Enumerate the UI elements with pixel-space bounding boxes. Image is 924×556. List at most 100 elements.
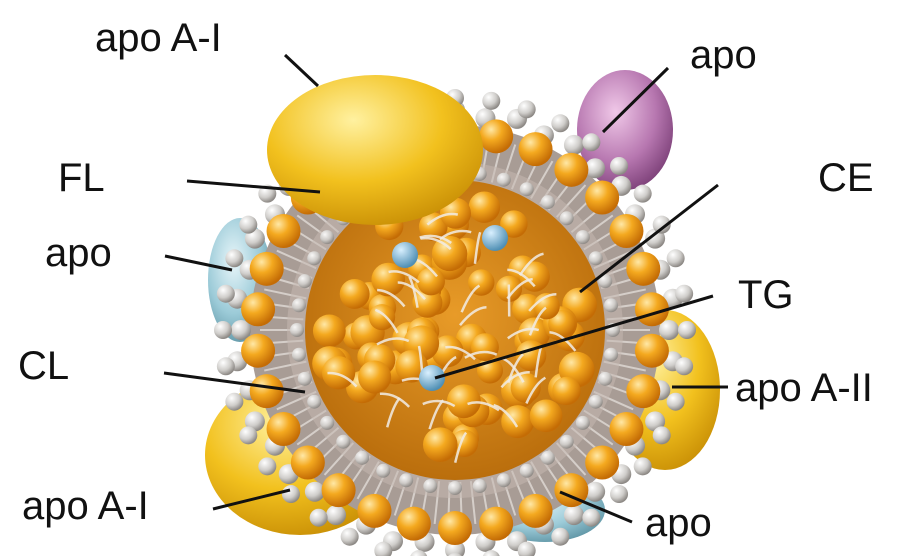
cholesterol-bead	[609, 214, 643, 248]
cholesterol-bead	[626, 374, 660, 408]
phospholipid-head	[634, 185, 652, 203]
cholesterol-bead	[250, 374, 284, 408]
inner-phospholipid-head	[576, 230, 590, 244]
inner-phospholipid-head	[473, 479, 487, 493]
inner-phospholipid-head	[307, 395, 321, 409]
cholesterol-dot-2	[482, 225, 508, 251]
inner-phospholipid-head	[448, 481, 462, 495]
phospholipid-head	[564, 505, 584, 525]
inner-phospholipid-head	[497, 173, 511, 187]
cholesterol-bead	[241, 334, 275, 368]
inner-phospholipid-head	[497, 473, 511, 487]
cholesterol-bead	[519, 494, 553, 528]
core-lipid-bead	[340, 279, 370, 309]
cholesterol-bead	[585, 181, 619, 215]
core-lipid-bead	[322, 356, 355, 389]
phospholipid-head	[310, 509, 328, 527]
cholesterol-bead	[479, 119, 513, 153]
cholesterol-bead	[291, 445, 325, 479]
phospholipid-head	[239, 216, 257, 234]
inner-phospholipid-head	[604, 348, 618, 362]
core-lipid-bead	[358, 361, 391, 394]
label-apo-left: apo	[45, 233, 112, 273]
phospholipid-head	[518, 100, 536, 118]
label-tg: TG	[738, 275, 794, 315]
inner-phospholipid-head	[541, 195, 555, 209]
inner-phospholipid-head	[355, 451, 369, 465]
label-apo-aii: apo A-II	[735, 368, 873, 408]
leader-apo-ai-top	[285, 55, 318, 86]
apo-ai-top-protein	[267, 75, 483, 225]
phospholipid-head	[659, 320, 679, 340]
inner-phospholipid-head	[576, 416, 590, 430]
inner-phospholipid-head	[292, 298, 306, 312]
cholesterol-bead	[267, 214, 301, 248]
phospholipid-head	[582, 509, 600, 527]
cholesterol-bead	[554, 153, 588, 187]
inner-phospholipid-head	[541, 451, 555, 465]
core-lipid-bead	[423, 427, 458, 462]
phospholipid-head	[675, 357, 693, 375]
phospholipid-head	[678, 321, 696, 339]
cholesterol-bead	[241, 292, 275, 326]
phospholipid-head	[582, 133, 600, 151]
inner-phospholipid-head	[520, 464, 534, 478]
cholesterol-bead	[322, 473, 356, 507]
cholesterol-bead	[438, 511, 472, 545]
cholesterol-bead	[357, 494, 391, 528]
phospholipid-head	[214, 321, 232, 339]
cholesterol-bead	[585, 445, 619, 479]
inner-phospholipid-head	[307, 251, 321, 265]
inner-phospholipid-head	[336, 435, 350, 449]
phospholipid-head	[482, 92, 500, 110]
cholesterol-bead	[479, 507, 513, 541]
inner-phospholipid-head	[604, 298, 618, 312]
cholesterol-dot-3	[419, 365, 445, 391]
inner-phospholipid-head	[298, 274, 312, 288]
core-lipid-bead	[469, 191, 500, 222]
inner-phospholipid-head	[290, 323, 304, 337]
inner-phospholipid-head	[399, 473, 413, 487]
phospholipid-head	[326, 505, 346, 525]
cholesterol-bead	[250, 252, 284, 286]
core-lipid-bead	[313, 315, 346, 348]
label-apo-bottom-right: apo	[645, 503, 712, 543]
inner-phospholipid-head	[589, 251, 603, 265]
inner-phospholipid-head	[589, 395, 603, 409]
core-lipid-bead	[369, 304, 395, 330]
cholesterol-dot-1	[392, 242, 418, 268]
phospholipid-head	[551, 528, 569, 546]
phospholipid-head	[610, 157, 628, 175]
phospholipid-head	[258, 457, 276, 475]
inner-phospholipid-head	[320, 416, 334, 430]
phospholipid-head	[667, 249, 685, 267]
core-lipid-bead	[417, 267, 445, 295]
phospholipid-head	[564, 135, 584, 155]
inner-phospholipid-head	[520, 182, 534, 196]
inner-phospholipid-head	[560, 435, 574, 449]
phospholipid-head	[675, 285, 693, 303]
label-cl: CL	[18, 346, 69, 386]
phospholipid-head	[225, 393, 243, 411]
inner-phospholipid-head	[320, 230, 334, 244]
core-lipid-bead	[471, 333, 499, 361]
inner-phospholipid-head	[376, 464, 390, 478]
cholesterol-bead	[635, 334, 669, 368]
phospholipid-head	[610, 485, 628, 503]
phospholipid-head	[634, 457, 652, 475]
core-lipid-bead	[530, 400, 563, 433]
label-apo-ai-bottom: apo A-I	[22, 486, 149, 526]
cholesterol-bead	[519, 132, 553, 166]
inner-phospholipid-head	[560, 211, 574, 225]
cholesterol-bead	[267, 412, 301, 446]
phospholipid-head	[239, 426, 257, 444]
label-apo-ai-top: apo A-I	[95, 18, 222, 58]
phospholipid-head	[341, 528, 359, 546]
core-lipid-bead	[501, 405, 534, 438]
phospholipid-head	[231, 320, 251, 340]
cholesterol-bead	[397, 507, 431, 541]
phospholipid-head	[282, 485, 300, 503]
label-apo-top-right: apo	[690, 35, 757, 75]
core-lipid-bead	[552, 377, 580, 405]
